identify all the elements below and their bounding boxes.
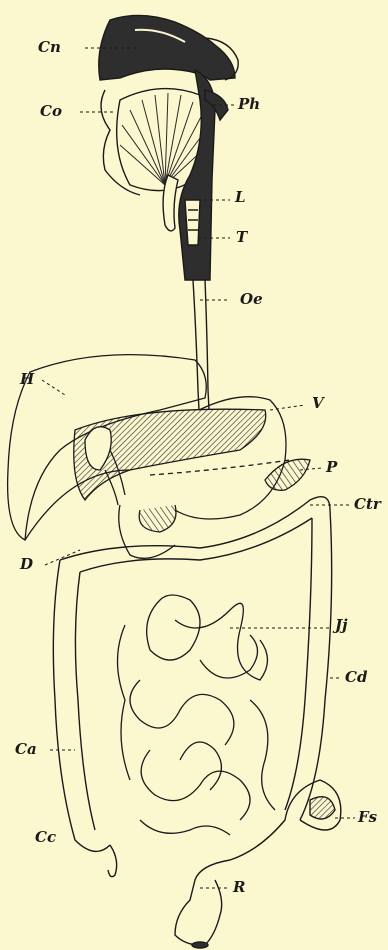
label-v: V — [312, 396, 324, 411]
small-intestine — [118, 595, 276, 835]
label-ctr: Ctr — [354, 497, 381, 512]
ascending-colon-inner — [75, 572, 95, 830]
label-jj: Jj — [335, 618, 348, 633]
transverse-colon-inner — [80, 518, 312, 572]
nasal-cavity — [99, 15, 235, 80]
rectum — [175, 860, 230, 948]
label-d: D — [20, 557, 33, 572]
label-ph: Ph — [238, 97, 260, 112]
label-p: P — [326, 460, 337, 475]
ascending-colon-outer — [53, 560, 110, 851]
label-r: R — [233, 880, 245, 895]
descending-colon-outer — [300, 510, 332, 820]
sigmoid-hatch — [310, 797, 335, 819]
pancreas — [265, 459, 310, 490]
descending-colon-inner — [285, 518, 312, 810]
sigmoid-colon — [230, 780, 341, 860]
transverse-colon-outer — [60, 497, 330, 560]
larynx — [185, 200, 200, 245]
label-cn: Cn — [38, 40, 61, 55]
duodenum-head — [139, 505, 176, 532]
head-section — [99, 15, 238, 280]
label-cd: Cd — [345, 670, 367, 685]
label-co: Co — [40, 104, 62, 119]
label-l: L — [235, 190, 246, 205]
label-ca: Ca — [15, 742, 37, 757]
label-t: T — [236, 230, 247, 245]
label-fs: Fs — [358, 810, 377, 825]
appendix — [108, 845, 117, 877]
label-cc: Cc — [35, 830, 56, 845]
anal-opening — [192, 942, 208, 948]
label-h: H — [20, 372, 34, 387]
label-oe: Oe — [240, 292, 263, 307]
liver — [8, 355, 266, 540]
epiglottis — [163, 175, 178, 231]
colon — [53, 497, 341, 877]
